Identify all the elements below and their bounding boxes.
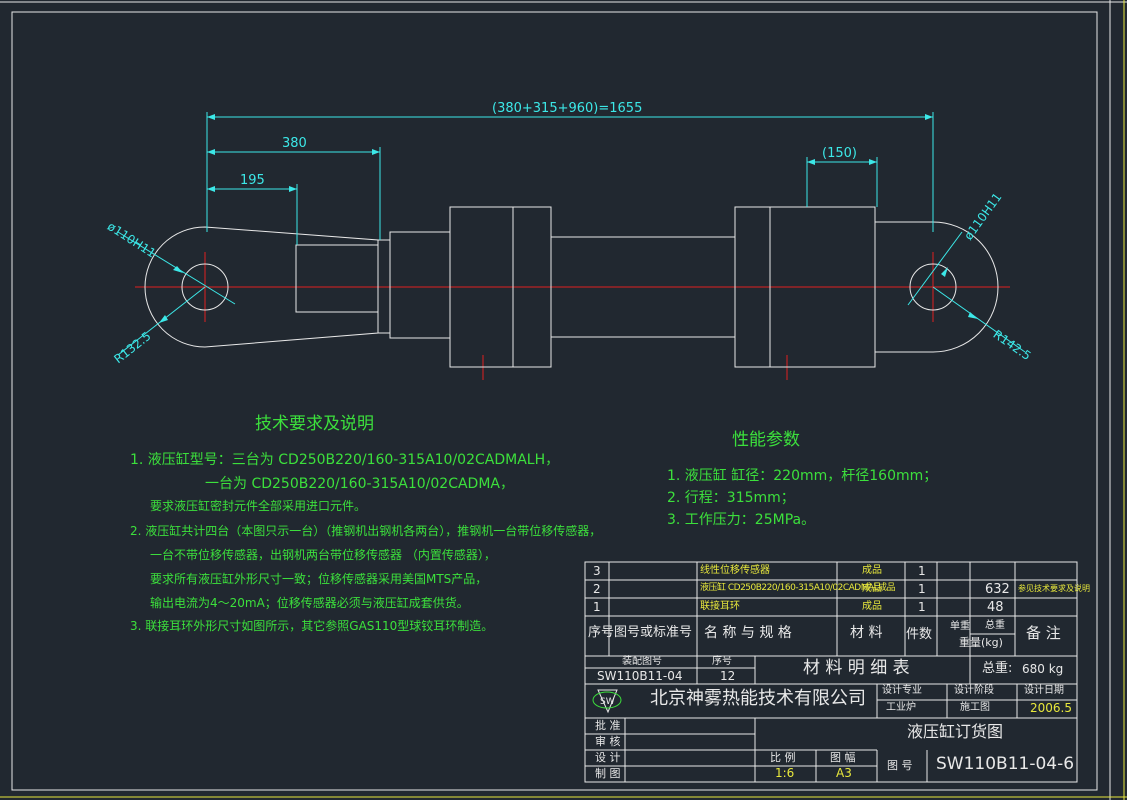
bom-row-1-name: 联接耳环 (700, 601, 740, 612)
design-date: 2006.5 (1030, 701, 1072, 715)
tech-note-line-4: 2. 液压缸共计四台（本图只示一台）（推钢机出钢机各两台），推钢机一台带位移传感… (130, 524, 602, 538)
design-major: 工业炉 (886, 702, 916, 713)
logo-text: SW (600, 697, 615, 707)
dim-195: 195 (240, 173, 265, 188)
tech-note-line-1: 1. 液压缸型号：三台为 CD250B220/160-315A10/02CADM… (130, 452, 560, 468)
total-weight-value: 680 kg (1022, 662, 1064, 676)
bom-header-drawing-no: 图号或标准号 (614, 625, 693, 640)
title-block-grid (584, 561, 1078, 783)
dimension-arrows (159, 114, 978, 323)
tech-note-line-2: 一台为 CD250B220/160-315A10/02CADMA， (205, 476, 514, 492)
tech-note-line-6: 要求所有液压缸外形尺寸一致；位移传感器采用美国MTS产品， (150, 572, 488, 586)
cylinder-outline (144, 206, 999, 368)
performance-line-3: 3. 工作压力：25MPa。 (667, 512, 816, 528)
performance-line-1: 1. 液压缸 缸径：220mm，杆径160mm； (667, 468, 938, 484)
approve-label: 批 准 (595, 719, 621, 732)
tech-notes-title: 技术要求及说明 (255, 414, 374, 434)
company-name: 北京神雾热能技术有限公司 (650, 688, 866, 709)
bom-header-name: 名 称 与 规 格 (704, 625, 792, 641)
bom-header-unit-weight: 单重 (950, 621, 970, 632)
design-date-label: 设计日期 (1024, 685, 1064, 696)
tech-note-line-3: 要求液压缸密封元件全部采用进口元件。 (150, 499, 367, 513)
dim-overall: (380+315+960)=1655 (492, 101, 643, 116)
seq-label: 序号 (712, 656, 732, 667)
bom-row-2-note: 参见技术要求及说明 (1018, 584, 1090, 593)
bom-row-3-name: 线性位移传感器 (700, 565, 770, 576)
dimension-lines (117, 112, 1026, 356)
bom-header-no: 序号 (588, 625, 615, 640)
seq-no: 12 (720, 669, 736, 683)
tech-note-line-8: 3. 联接耳环外形尺寸如图所示，其它参照GAS110型球铰耳环制造。 (130, 619, 494, 633)
bom-row-2-qty: 1 (918, 582, 926, 596)
size-label: 图 幅 (830, 751, 856, 764)
bom-row-2-name: 液压缸 CD250B220/160-315A10/02CADMAL成品 (700, 583, 896, 593)
bom-title: 材 料 明 细 表 (803, 658, 910, 678)
bom-row-3-material: 成品 (862, 565, 882, 576)
design-stage-label: 设计阶段 (954, 685, 994, 696)
scale-label: 比 例 (770, 751, 796, 764)
design-major-label: 设计专业 (882, 685, 922, 696)
performance-line-2: 2. 行程：315mm； (667, 490, 795, 506)
tech-note-line-7: 输出电流为4～20mA；位移传感器必须与液压缸成套供货。 (150, 596, 469, 610)
review-label: 审 核 (595, 735, 621, 748)
assembly-label: 装配图号 (622, 656, 662, 667)
bom-row-2-material: 成品 (862, 583, 882, 594)
design-stage: 施工图 (960, 702, 990, 713)
performance-title: 性能参数 (732, 430, 800, 450)
bom-header-qty: 件数 (906, 627, 933, 642)
tech-note-line-5: 一台不带位移传感器，出钢机两台带位移传感器 （内置传感器）， (150, 548, 496, 562)
dim-380: 380 (282, 136, 307, 151)
bom-row-1-no: 1 (593, 600, 601, 614)
company-logo: SW (592, 689, 622, 714)
bom-row-3-no: 3 (593, 564, 601, 578)
bom-row-1-material: 成品 (862, 601, 882, 612)
bom-row-1-qty: 1 (918, 600, 926, 614)
drawing-no-label: 图 号 (887, 759, 913, 772)
bom-header-material: 材 料 (850, 625, 883, 641)
bom-row-2-total-weight: 632 (985, 582, 1010, 597)
bom-header-total-weight: 总重 (985, 620, 1005, 631)
bom-header-weight-unit: 重量(kg) (959, 636, 1003, 649)
drawing-no: SW110B11-04-6 (936, 754, 1075, 774)
bom-row-1-total-weight: 48 (987, 600, 1004, 615)
assembly-no: SW110B11-04 (597, 669, 683, 683)
dim-150: (150) (822, 146, 857, 161)
bom-row-2-no: 2 (593, 582, 601, 596)
bom-header-note: 备 注 (1026, 624, 1061, 642)
size-value: A3 (836, 766, 852, 780)
drawing-title: 液压缸订货图 (907, 722, 1004, 741)
scale-value: 1:6 (775, 766, 795, 780)
total-weight-label: 总重: (982, 661, 1013, 676)
design-label: 设 计 (595, 751, 621, 764)
draw-label: 制 图 (595, 767, 621, 780)
bom-row-3-qty: 1 (918, 564, 926, 578)
